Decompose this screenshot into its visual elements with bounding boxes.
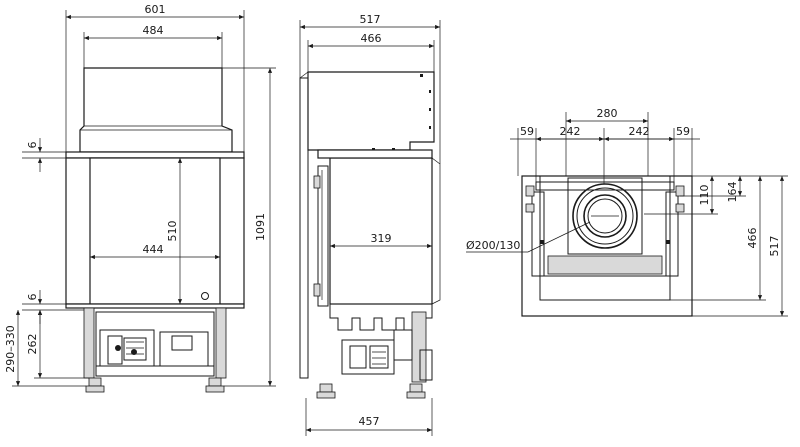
dim-top-right-offset: 59: [676, 125, 690, 138]
top-side-brackets: [525, 185, 685, 244]
dim-front-hood-step: 6: [26, 142, 39, 149]
top-flue-outer: [572, 183, 638, 249]
front-knob: [201, 292, 209, 300]
side-legs: [316, 383, 426, 399]
dim-front-hood-width: 484: [143, 24, 164, 37]
dim-top-flue-diameter: Ø200/130: [466, 239, 520, 252]
dim-side-base-depth: 457: [359, 415, 380, 428]
side-door-frame: [317, 165, 329, 307]
front-glass: [89, 157, 221, 305]
front-hood-ledge: [65, 151, 245, 159]
front-hood: [79, 67, 233, 153]
dim-front-total-height: 1091: [254, 213, 267, 241]
side-base: [329, 303, 433, 383]
dim-top-inner-depth: 466: [746, 228, 759, 249]
dim-top-flue-offset-a: 110: [698, 185, 711, 206]
dim-top-outer-depth: 517: [768, 236, 781, 257]
side-hood-ledge: [317, 149, 433, 159]
front-view: 601 484 444 510 1091 6 6 262 290–330: [4, 3, 276, 393]
side-hood: [307, 71, 435, 151]
side-firebox: [329, 157, 433, 305]
front-base-ledge: [65, 303, 245, 309]
dim-top-flue-spacing: 280: [597, 107, 618, 120]
dim-side-firebox-depth: 319: [371, 232, 392, 245]
side-hood-rivets: [372, 74, 431, 150]
dim-top-right-half: 242: [629, 125, 650, 138]
dim-front-glass-height: 510: [166, 221, 179, 242]
dim-front-base-height: 262: [26, 334, 39, 355]
top-view: 280 59 242 242 59 110 164 466 517 Ø200/1…: [466, 107, 788, 317]
dim-front-leg-range: 290–330: [4, 325, 17, 373]
dim-side-hood-depth: 466: [361, 32, 382, 45]
front-legs: [85, 377, 225, 393]
front-base-mechanism: [83, 307, 227, 379]
dim-side-overall-depth: 517: [360, 13, 381, 26]
dim-top-flue-offset-b: 164: [726, 182, 739, 203]
dim-top-left-half: 242: [560, 125, 581, 138]
dim-front-base-step: 6: [26, 294, 39, 301]
top-flue-plate: [567, 177, 643, 255]
dim-front-glass-width: 444: [143, 243, 164, 256]
side-view: 517 466 319 457: [299, 13, 441, 436]
dim-top-left-offset: 59: [520, 125, 534, 138]
side-back-wall: [299, 77, 309, 379]
top-flue-inner: [583, 194, 627, 238]
dim-front-overall-width: 601: [145, 3, 166, 16]
